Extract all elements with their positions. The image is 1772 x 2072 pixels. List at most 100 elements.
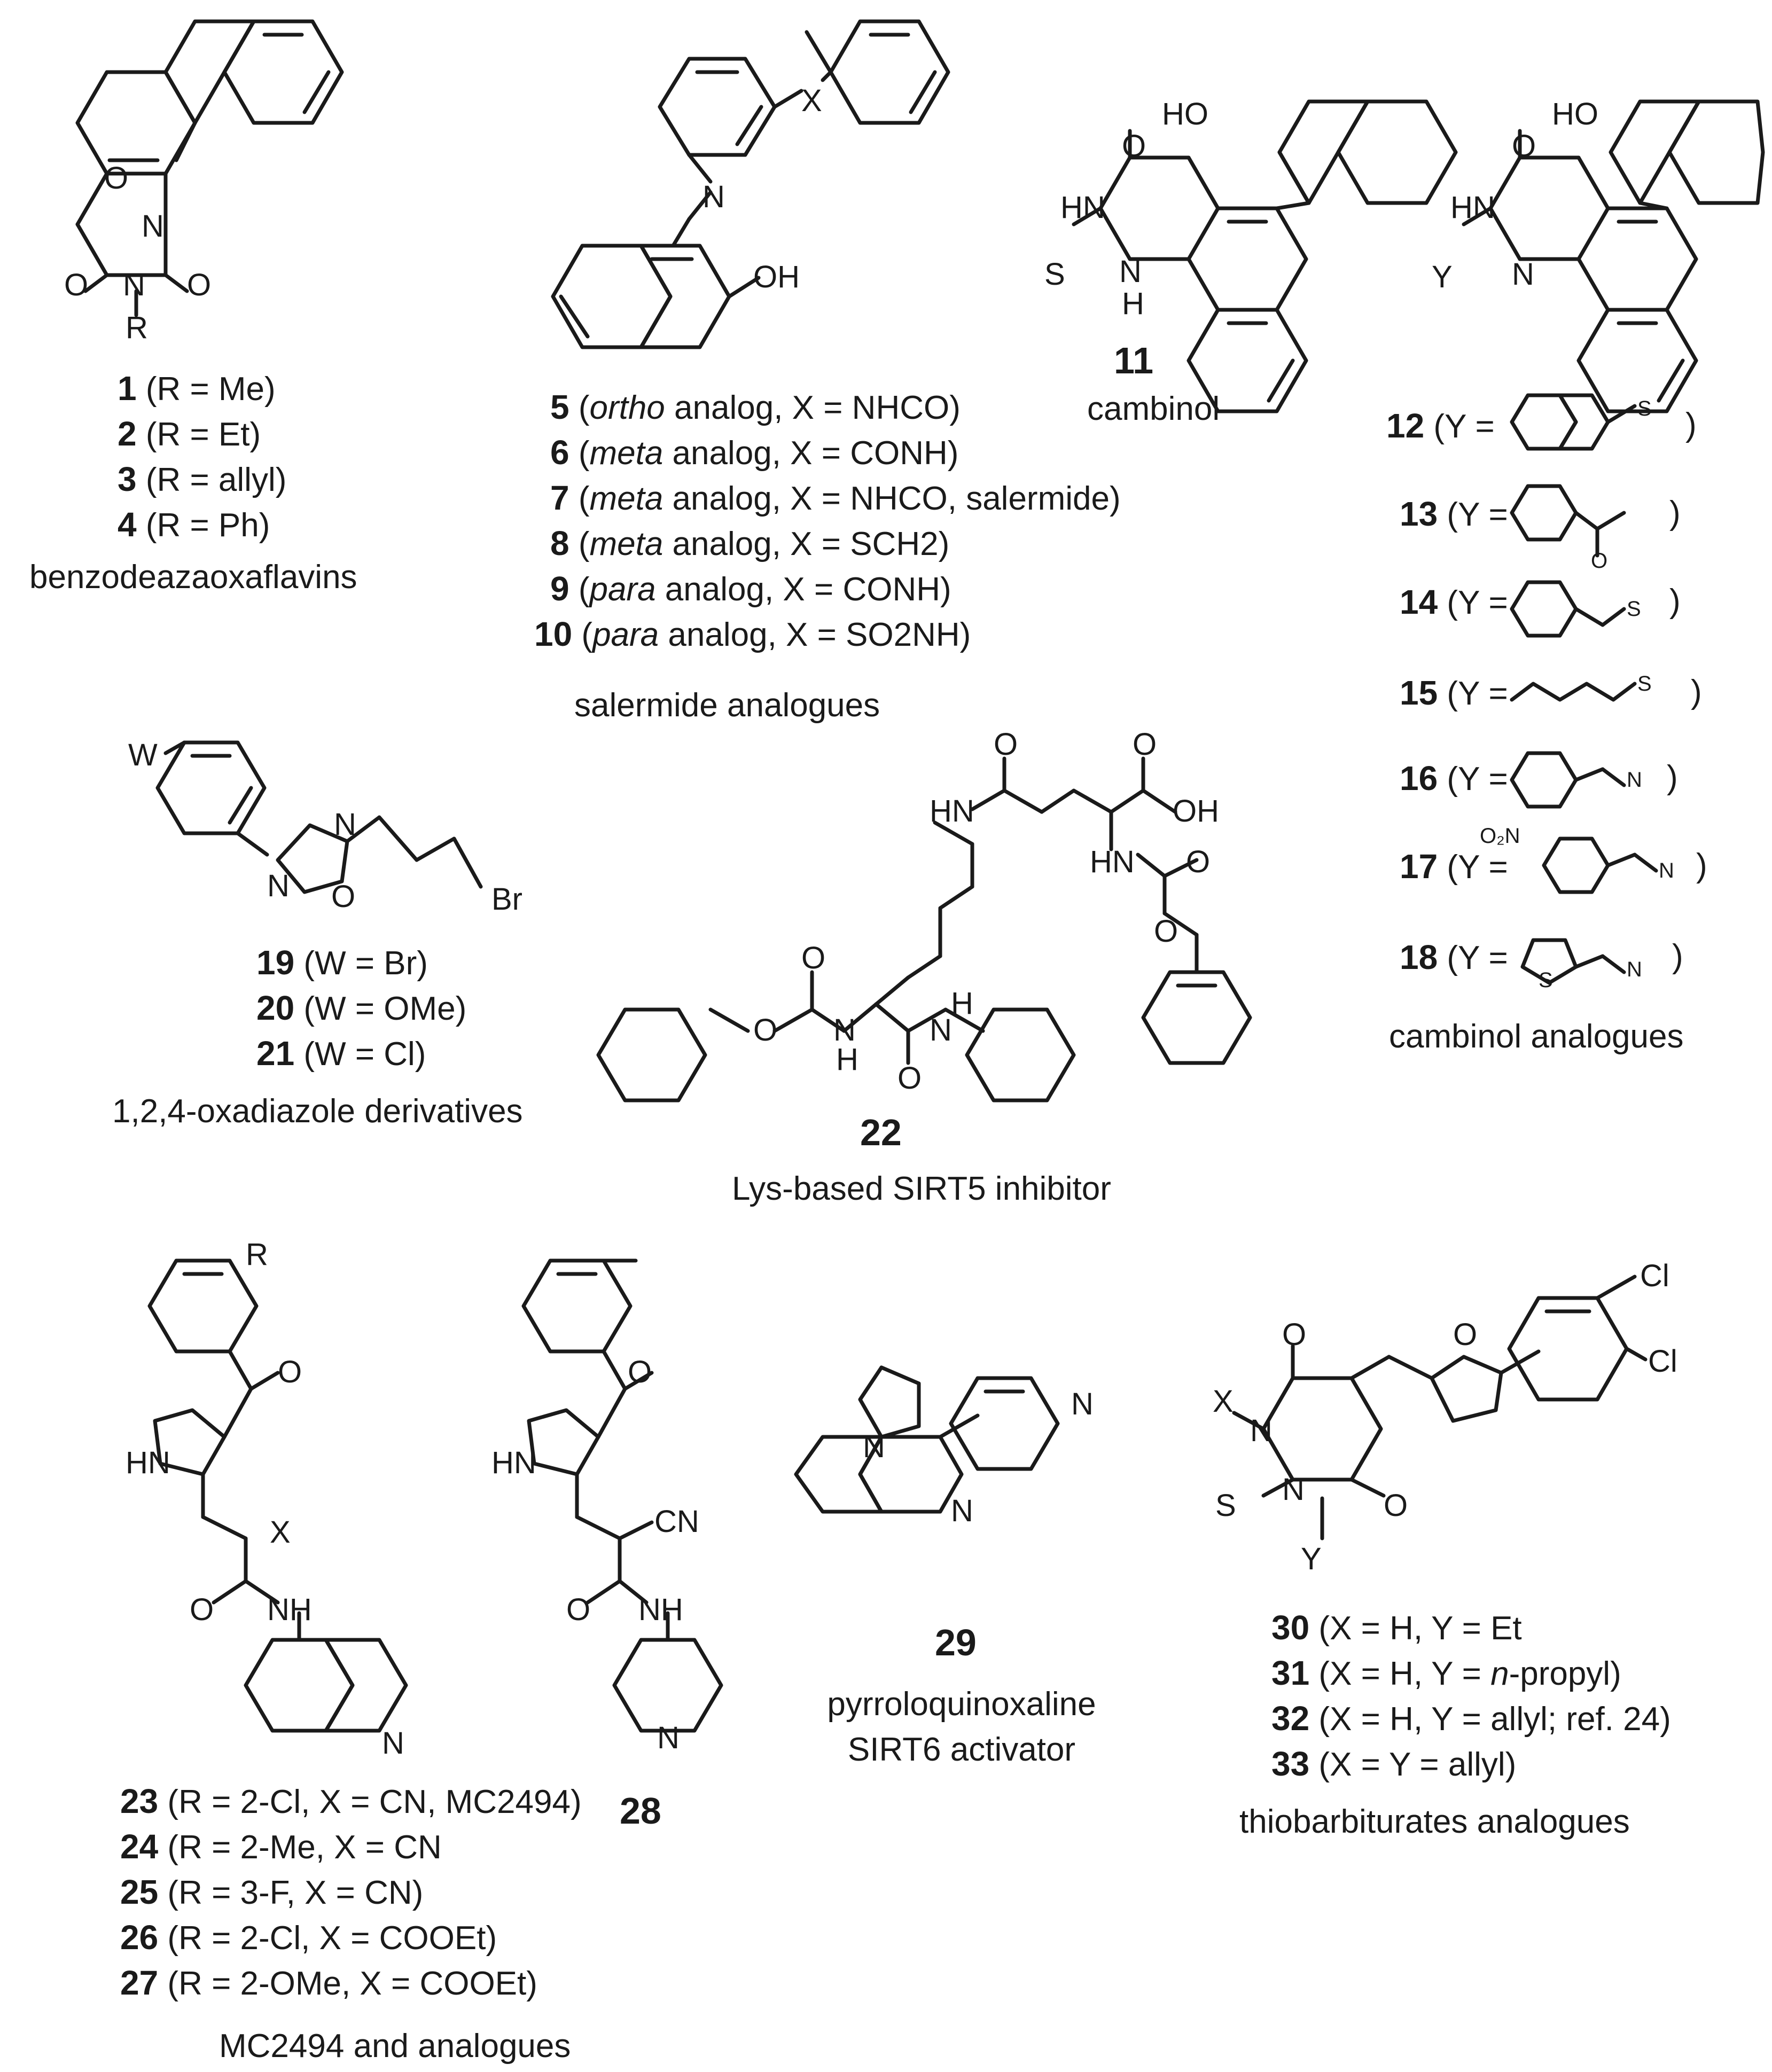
paren-close: ) [1672, 938, 1683, 975]
atom-x: X [270, 1515, 291, 1550]
atom-nh: NH [267, 1592, 312, 1627]
structure-cambinol-analogue [1462, 99, 1765, 413]
compound-label: 15 (Y = [1400, 674, 1508, 712]
atom-o: O [1154, 914, 1178, 949]
atom-o: O [1282, 1317, 1307, 1352]
compound-label: 25 (R = 3-F, X = CN) [120, 1873, 424, 1911]
compound-label: 12 (Y = [1386, 406, 1495, 445]
atom-o: O [190, 1592, 214, 1627]
atom-s: S [1637, 397, 1652, 420]
atom-o: O [1384, 1488, 1408, 1523]
paren-close: ) [1696, 847, 1707, 884]
atom-ho: HO [1162, 97, 1208, 131]
compound-number: 11 [1114, 340, 1153, 381]
group-caption: cambinol [1087, 390, 1220, 427]
paren-close: ) [1685, 406, 1697, 443]
atom-o: O [897, 1061, 922, 1096]
group-caption: 1,2,4-oxadiazole derivatives [112, 1093, 523, 1130]
compound-label: 14 (Y = [1400, 583, 1508, 621]
structure-thiobarbiturate [1232, 1275, 1648, 1541]
group-caption-line-2: SIRT6 activator [847, 1731, 1076, 1768]
compound-label: 16 (Y = [1400, 759, 1508, 797]
structure-oxadiazole [155, 740, 483, 894]
atom-cn: CN [654, 1504, 699, 1539]
atom-x: X [801, 83, 822, 118]
atom-o: O [104, 161, 129, 196]
atom-o: O [566, 1592, 591, 1627]
substituent-sketches [1510, 393, 1658, 985]
atom-x: X [1213, 1384, 1234, 1419]
compound-label: 27 (R = 2-OMe, X = COOEt) [120, 1964, 537, 2002]
compound-label: 24 (R = 2-Me, X = CN [120, 1827, 442, 1866]
paren-close: ) [1667, 759, 1678, 796]
compound-label: 3 (R = allyl) [118, 460, 287, 498]
compound-number: 29 [935, 1622, 977, 1663]
paren-close: ) [1691, 674, 1702, 710]
atom-h: H [951, 986, 973, 1021]
compound-label: 32 (X = H, Y = allyl; ref. 24) [1271, 1699, 1671, 1738]
atom-n: N [1627, 768, 1642, 792]
compound-label: 30 (X = H, Y = Et [1271, 1608, 1522, 1647]
atom-o: O [187, 268, 212, 302]
atom-y: Y [1301, 1542, 1322, 1576]
compound-label: 2 (R = Et) [118, 415, 261, 453]
compound-label: 20 (W = OMe) [256, 989, 467, 1027]
structure-benzodeazaoxaflavin [75, 19, 344, 317]
atom-o: O [1133, 727, 1157, 762]
compound-number: 22 [860, 1112, 902, 1153]
compound-label: 17 (Y = [1400, 847, 1508, 886]
group-caption: salermide analogues [574, 687, 880, 724]
atom-n: N [1659, 859, 1674, 882]
atom-o: O [64, 268, 89, 302]
compound-label: 4 (R = Ph) [118, 505, 270, 544]
atom-n: N [267, 869, 290, 903]
compound-label: 13 (Y = [1400, 495, 1508, 533]
paren-close: ) [1669, 495, 1681, 531]
atom-br: Br [491, 882, 522, 917]
atom-o: O [1186, 845, 1211, 879]
atom-n: N [142, 209, 164, 244]
compound-label: 26 (R = 2-Cl, X = COOEt) [120, 1918, 497, 1957]
atom-n: N [863, 1429, 885, 1464]
compound-label: 9 (para analog, X = CONH) [550, 569, 951, 608]
atom-n: N [833, 1013, 856, 1047]
atom-y: Y [1432, 260, 1453, 294]
compound-label: 18 (Y = [1400, 938, 1508, 976]
group-caption: cambinol analogues [1389, 1018, 1684, 1055]
atom-o: O [1122, 129, 1146, 163]
atom-s: S [1627, 597, 1641, 621]
atom-o: O [1591, 549, 1608, 573]
atom-hn: HN [1450, 190, 1495, 225]
group-caption: thiobarbiturates analogues [1239, 1803, 1630, 1840]
atom-n: N [702, 179, 725, 214]
atom-s: S [1044, 257, 1065, 292]
group-caption-line-1: pyrroloquinoxaline [827, 1686, 1096, 1723]
compound-label: 5 (ortho analog, X = NHCO) [550, 388, 961, 426]
atom-n: N [382, 1726, 404, 1761]
atom-cl: Cl [1648, 1344, 1677, 1379]
atom-hn: HN [1090, 845, 1135, 879]
atom-n: N [1282, 1472, 1305, 1507]
atom-o2n: O₂N [1480, 824, 1520, 848]
compound-label: 10 (para analog, X = SO2NH) [534, 615, 971, 653]
atom-r: R [126, 310, 148, 345]
atom-o: O [628, 1355, 652, 1389]
atom-hn: HN [930, 794, 974, 828]
atom-n: N [1250, 1413, 1273, 1448]
compound-label: 19 (W = Br) [256, 943, 428, 982]
atom-o: O [331, 879, 356, 914]
structure-29 [794, 1365, 1060, 1514]
structure-28 [521, 1258, 723, 1733]
structure-salermide [551, 19, 950, 349]
compound-label: 21 (W = Cl) [256, 1034, 426, 1073]
compound-label: 8 (meta analog, X = SCH2) [550, 524, 950, 562]
group-caption: Lys-based SIRT5 inhibitor [732, 1170, 1111, 1207]
compound-label: 7 (meta analog, X = NHCO, salermide) [550, 479, 1121, 517]
group-caption: benzodeazaoxaflavins [29, 559, 357, 596]
atom-s: S [1637, 672, 1652, 695]
atom-ho: HO [1552, 97, 1598, 131]
atom-s: S [1215, 1488, 1236, 1523]
atom-s: S [1539, 968, 1553, 992]
